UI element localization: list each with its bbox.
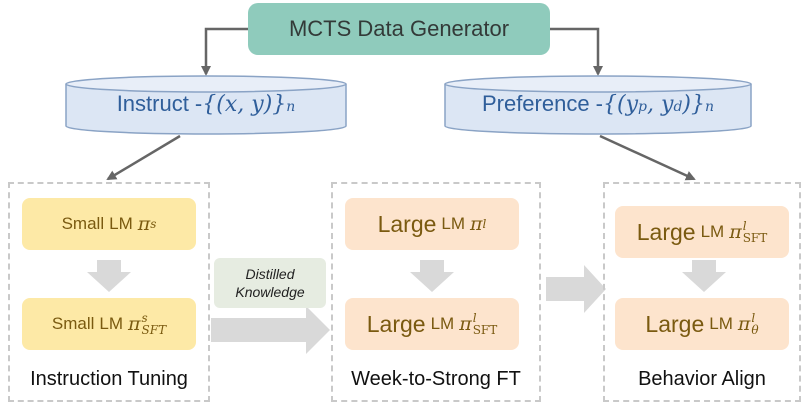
large-lm-theta-box: Large LM π l θ	[615, 298, 789, 350]
week-to-strong-label: Week-to-Strong FT	[351, 368, 521, 390]
generator-to-preference-arrow	[550, 27, 603, 76]
preference-dataset-cylinder	[444, 75, 752, 135]
instruct-dataset-text: Instruct - {( x, y )} n	[116, 91, 296, 117]
ft-to-align-block-arrow	[546, 265, 606, 313]
instruct-dataset-cylinder	[65, 75, 347, 135]
instruction-tuning-label: Instruction Tuning	[30, 368, 188, 390]
generator-to-instruct-arrow	[201, 27, 248, 76]
small-lm-sft-box: Small LM π s SFT	[22, 298, 196, 350]
week-to-strong-panel	[331, 182, 541, 402]
instruction-tuning-panel	[8, 182, 210, 402]
behavior-align-label: Behavior Align	[638, 368, 766, 390]
mcts-data-generator-label: MCTS Data Generator	[288, 16, 510, 41]
mcts-data-generator-box: MCTS Data Generator	[248, 3, 550, 55]
panel3-down-arrow	[682, 260, 726, 292]
distilled-knowledge-label: Distilled Knowledge	[214, 258, 326, 308]
panel1-down-arrow	[87, 260, 131, 292]
behavior-align-panel	[603, 182, 801, 402]
instruct-to-tuning-arrow	[106, 134, 181, 181]
distill-block-arrow	[211, 306, 330, 354]
large-lm-sft-input-box: Large LM π l SFT	[615, 206, 789, 258]
panel2-down-arrow	[410, 260, 454, 292]
large-lm-sft-box: Large LM π l SFT	[345, 298, 519, 350]
preference-to-align-arrow	[599, 134, 696, 181]
instruct-dataset: Instruct - {( x, y )} n	[66, 76, 346, 132]
